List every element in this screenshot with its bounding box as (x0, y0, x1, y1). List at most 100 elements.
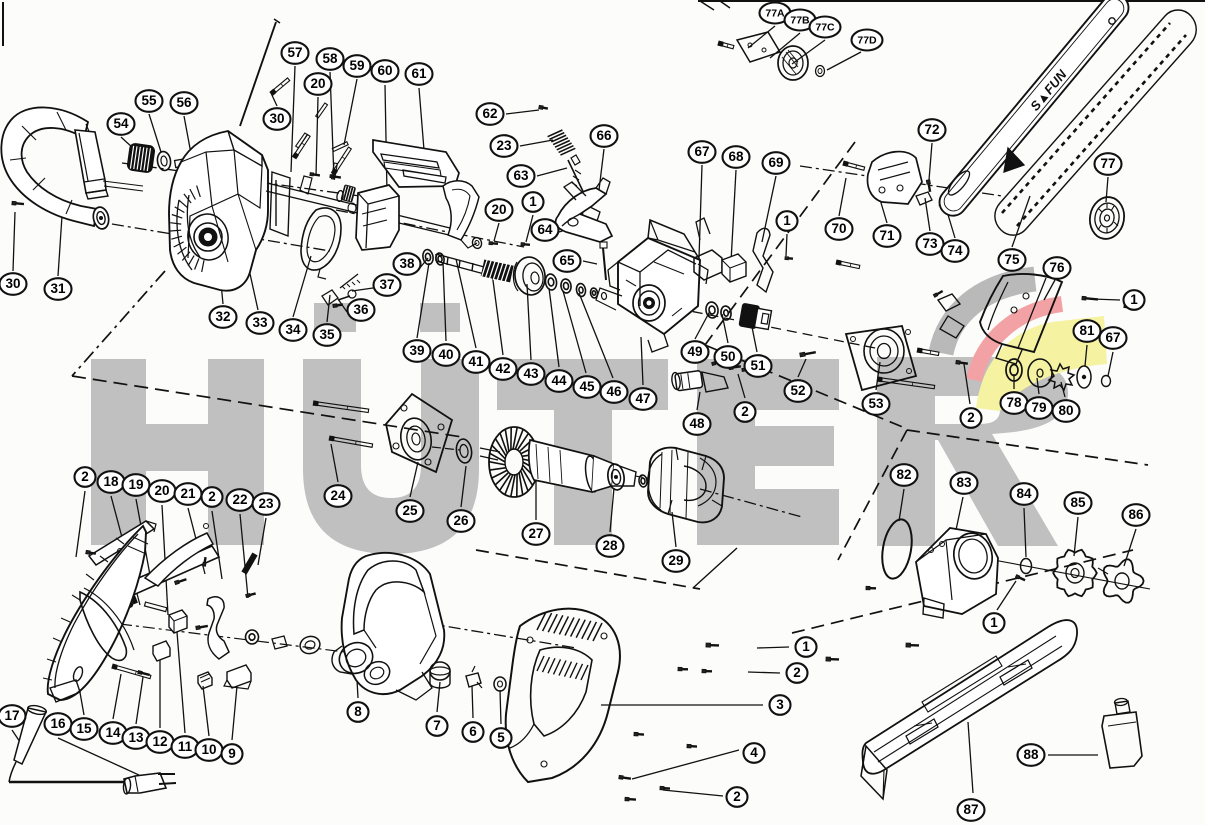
svg-text:80: 80 (1058, 403, 1073, 418)
svg-text:76: 76 (1049, 260, 1065, 275)
svg-text:50: 50 (720, 349, 735, 364)
svg-text:20: 20 (491, 202, 506, 217)
svg-text:47: 47 (635, 391, 650, 406)
svg-text:72: 72 (924, 122, 939, 137)
svg-text:77D: 77D (857, 34, 877, 46)
svg-text:52: 52 (790, 383, 805, 398)
svg-text:36: 36 (353, 302, 369, 317)
svg-text:58: 58 (322, 51, 338, 66)
svg-text:77B: 77B (790, 14, 810, 26)
svg-text:21: 21 (180, 486, 196, 501)
svg-text:77A: 77A (765, 7, 785, 19)
svg-text:43: 43 (523, 366, 539, 381)
svg-text:19: 19 (128, 477, 143, 492)
svg-text:15: 15 (76, 721, 92, 736)
svg-text:74: 74 (947, 243, 963, 258)
svg-text:8: 8 (354, 704, 362, 719)
svg-text:48: 48 (689, 416, 705, 431)
svg-text:31: 31 (50, 281, 66, 296)
svg-text:62: 62 (482, 106, 497, 121)
svg-text:78: 78 (1006, 395, 1022, 410)
svg-text:20: 20 (154, 483, 169, 498)
svg-text:42: 42 (495, 361, 510, 376)
svg-text:23: 23 (258, 496, 274, 511)
svg-text:86: 86 (1128, 507, 1144, 522)
svg-text:56: 56 (176, 95, 192, 110)
svg-text:17: 17 (4, 708, 19, 723)
svg-text:39: 39 (409, 343, 424, 358)
svg-text:67: 67 (694, 144, 709, 159)
svg-text:68: 68 (728, 149, 744, 164)
svg-text:5: 5 (497, 730, 505, 745)
svg-text:37: 37 (379, 277, 394, 292)
svg-text:79: 79 (1031, 400, 1046, 415)
svg-text:46: 46 (606, 384, 622, 399)
svg-text:81: 81 (1079, 323, 1095, 338)
svg-text:67: 67 (1105, 330, 1120, 345)
svg-text:26: 26 (453, 513, 469, 528)
svg-text:20: 20 (310, 76, 325, 91)
svg-text:23: 23 (496, 138, 512, 153)
svg-text:88: 88 (1023, 747, 1039, 762)
svg-text:69: 69 (768, 155, 783, 170)
svg-text:87: 87 (963, 802, 978, 817)
svg-text:10: 10 (201, 742, 216, 757)
svg-text:55: 55 (141, 93, 157, 108)
svg-text:60: 60 (377, 63, 392, 78)
svg-text:59: 59 (349, 58, 364, 73)
svg-text:51: 51 (750, 358, 766, 373)
svg-text:1: 1 (783, 213, 791, 228)
svg-text:12: 12 (152, 734, 167, 749)
svg-text:63: 63 (513, 168, 529, 183)
svg-text:6: 6 (469, 724, 477, 739)
svg-text:49: 49 (687, 344, 702, 359)
svg-text:9: 9 (228, 746, 236, 761)
svg-text:65: 65 (559, 253, 575, 268)
svg-text:1: 1 (1130, 292, 1138, 307)
svg-text:84: 84 (1016, 486, 1032, 501)
svg-text:35: 35 (319, 327, 335, 342)
svg-text:40: 40 (438, 347, 453, 362)
svg-text:3: 3 (776, 697, 784, 712)
svg-text:70: 70 (831, 221, 846, 236)
svg-text:41: 41 (468, 354, 484, 369)
svg-text:1: 1 (802, 639, 810, 654)
svg-text:18: 18 (103, 474, 119, 489)
svg-text:24: 24 (330, 488, 346, 503)
svg-text:27: 27 (528, 526, 543, 541)
svg-text:2: 2 (81, 469, 89, 484)
svg-text:11: 11 (178, 739, 193, 754)
svg-text:2: 2 (967, 410, 975, 425)
svg-text:32: 32 (215, 309, 230, 324)
svg-text:53: 53 (868, 396, 884, 411)
svg-text:64: 64 (537, 222, 553, 237)
svg-text:61: 61 (411, 66, 427, 81)
svg-text:33: 33 (252, 315, 268, 330)
svg-text:34: 34 (285, 322, 301, 337)
svg-text:7: 7 (433, 718, 441, 733)
svg-text:82: 82 (896, 467, 911, 482)
svg-text:2: 2 (733, 789, 741, 804)
svg-text:1: 1 (990, 615, 998, 630)
svg-text:2: 2 (741, 404, 749, 419)
svg-text:85: 85 (1070, 495, 1086, 510)
svg-text:28: 28 (602, 538, 618, 553)
svg-text:73: 73 (922, 236, 938, 251)
svg-text:45: 45 (579, 379, 595, 394)
svg-text:14: 14 (105, 725, 121, 740)
svg-text:66: 66 (596, 128, 612, 143)
svg-text:4: 4 (750, 745, 758, 760)
svg-text:77: 77 (1100, 156, 1115, 171)
svg-text:75: 75 (1004, 252, 1020, 267)
svg-text:1: 1 (529, 194, 537, 209)
svg-text:30: 30 (269, 111, 284, 126)
svg-text:44: 44 (551, 373, 567, 388)
svg-text:77C: 77C (815, 21, 835, 33)
svg-text:2: 2 (208, 489, 216, 504)
svg-text:54: 54 (113, 116, 129, 131)
svg-text:38: 38 (399, 256, 415, 271)
svg-text:57: 57 (287, 45, 302, 60)
svg-text:30: 30 (5, 276, 20, 291)
svg-text:29: 29 (668, 553, 683, 568)
svg-text:2: 2 (793, 665, 801, 680)
